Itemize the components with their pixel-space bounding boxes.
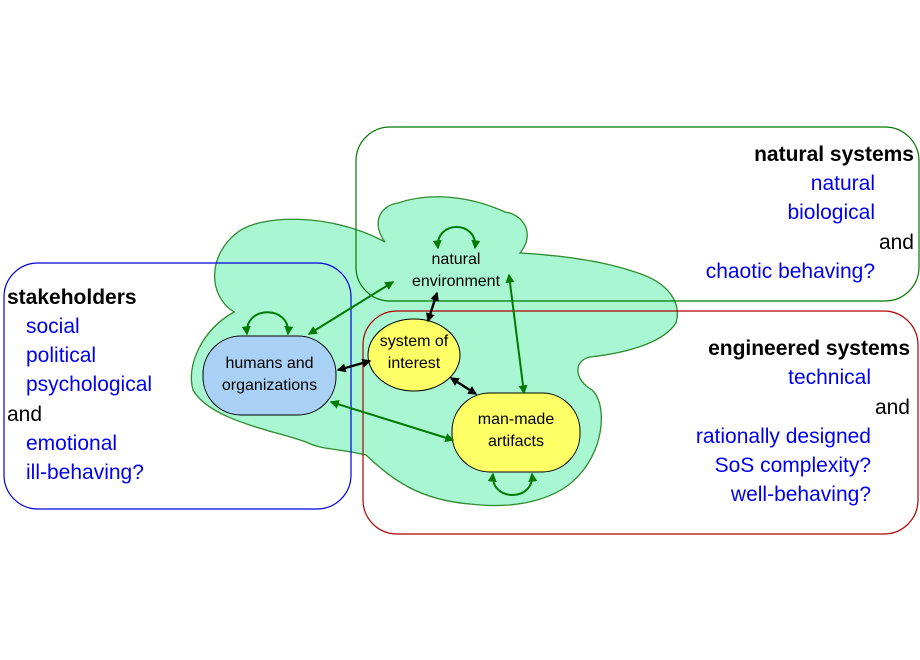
- system-of-interest-label: system of interest: [364, 331, 464, 375]
- node-label-line: artifacts: [487, 433, 544, 450]
- node-label-line: organizations: [221, 377, 318, 394]
- node-label-line: system of: [379, 333, 449, 350]
- stakeholders-box: [3, 262, 352, 510]
- stakeholders-line: psychological: [26, 373, 153, 396]
- node-label-line: humans and: [225, 355, 314, 372]
- stakeholders-line: and: [7, 403, 43, 426]
- engineered-systems-line: well-behaving?: [730, 483, 871, 506]
- engineered-systems-line: and: [874, 396, 910, 419]
- engineered-systems-line: rationally designed: [695, 425, 871, 448]
- humans-self-loop-arrow: [241, 311, 294, 336]
- engineered-systems-title: engineered systems: [708, 337, 910, 360]
- engineered-systems-line: SoS complexity?: [714, 454, 871, 477]
- system-artifacts-arrow: [449, 376, 478, 396]
- stakeholders-line: social: [26, 315, 80, 338]
- natural-systems-line: and: [878, 231, 914, 254]
- node-label-line: interest: [387, 355, 441, 372]
- humans-system-arrow: [336, 358, 372, 373]
- humans-artifacts-arrow: [329, 399, 455, 443]
- environment-system-arrow: [426, 291, 439, 323]
- humans-organizations-label: humans and organizations: [203, 353, 336, 397]
- stakeholders-line: political: [26, 344, 97, 367]
- man-made-artifacts-label: man-made artifacts: [452, 409, 580, 453]
- stakeholders-title: stakeholders: [7, 286, 137, 309]
- natural-systems-line: chaotic behaving?: [705, 260, 875, 283]
- artifacts-self-loop-arrow: [487, 472, 538, 496]
- system-of-interest-node: [367, 318, 461, 392]
- environment-self-loop-arrow: [432, 226, 481, 250]
- node-label-line: natural: [431, 251, 481, 268]
- natural-environment-label: natural environment: [396, 249, 516, 293]
- natural-systems-line: biological: [787, 201, 875, 224]
- humans-organizations-node: [202, 335, 337, 416]
- stakeholders-line: ill-behaving?: [26, 461, 144, 484]
- environment-artifacts-arrow: [505, 273, 528, 395]
- node-label-line: environment: [411, 273, 501, 290]
- natural-systems-title: natural systems: [754, 143, 914, 166]
- node-label-line: man-made: [477, 411, 555, 428]
- natural-systems-line: natural: [810, 172, 875, 195]
- humans-environment-arrow: [307, 281, 395, 335]
- engineered-systems-line: technical: [788, 366, 871, 389]
- stakeholders-line: emotional: [26, 432, 118, 455]
- natural-systems-box: [355, 126, 920, 302]
